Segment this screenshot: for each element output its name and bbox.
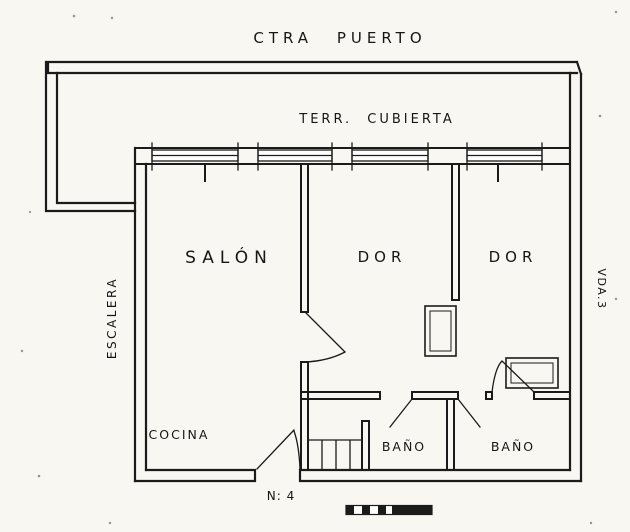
side-street-label: VDA.3 <box>595 268 608 309</box>
right-wall <box>568 71 583 483</box>
interior-walls <box>300 163 571 471</box>
road-label: CTRA PUERTO <box>253 29 426 47</box>
bath1-door <box>389 398 413 428</box>
wardrobes <box>424 305 559 389</box>
bedroom2-label: DOR <box>489 248 538 266</box>
bath-left-wall <box>361 420 370 471</box>
bedroom1-door <box>304 311 346 363</box>
bedroom1-wardrobe <box>424 305 457 357</box>
doors <box>256 311 535 470</box>
kitchen-label: COCINA <box>149 427 210 442</box>
salon-label: SALÓN <box>185 246 273 268</box>
outer-walls <box>44 60 583 483</box>
window <box>257 142 333 171</box>
bath1-label: BAÑO <box>382 439 426 454</box>
bedroom2-door <box>491 360 535 393</box>
plan-number-label: N: 4 <box>267 489 295 503</box>
bottom-wall <box>133 468 583 483</box>
hall-wall <box>300 391 571 400</box>
bath2-door <box>457 398 481 428</box>
entry-door <box>256 429 301 470</box>
stairs-steps <box>307 439 363 471</box>
stairs-label: ESCALERA <box>105 277 119 359</box>
stair-wall <box>300 361 309 471</box>
bath2-label: BAÑO <box>491 439 535 454</box>
scale-bar <box>345 504 433 516</box>
salon-bedroom-wall <box>300 163 309 313</box>
terrace-label: TERR. CUBIERTA <box>298 112 455 127</box>
left-outer-wall <box>44 60 137 213</box>
bath-divider-wall <box>446 398 455 471</box>
bedroom1-label: DOR <box>358 248 407 266</box>
window <box>351 142 429 171</box>
paper-specks <box>20 10 618 525</box>
bedroom2-wardrobe <box>505 357 559 389</box>
window <box>466 142 543 171</box>
window <box>151 142 239 171</box>
wall-stubs <box>204 163 499 182</box>
facade-windows <box>134 142 571 182</box>
top-wall <box>46 60 583 76</box>
bedroom-divider-wall <box>451 163 460 301</box>
apartment-left-wall <box>133 146 148 483</box>
